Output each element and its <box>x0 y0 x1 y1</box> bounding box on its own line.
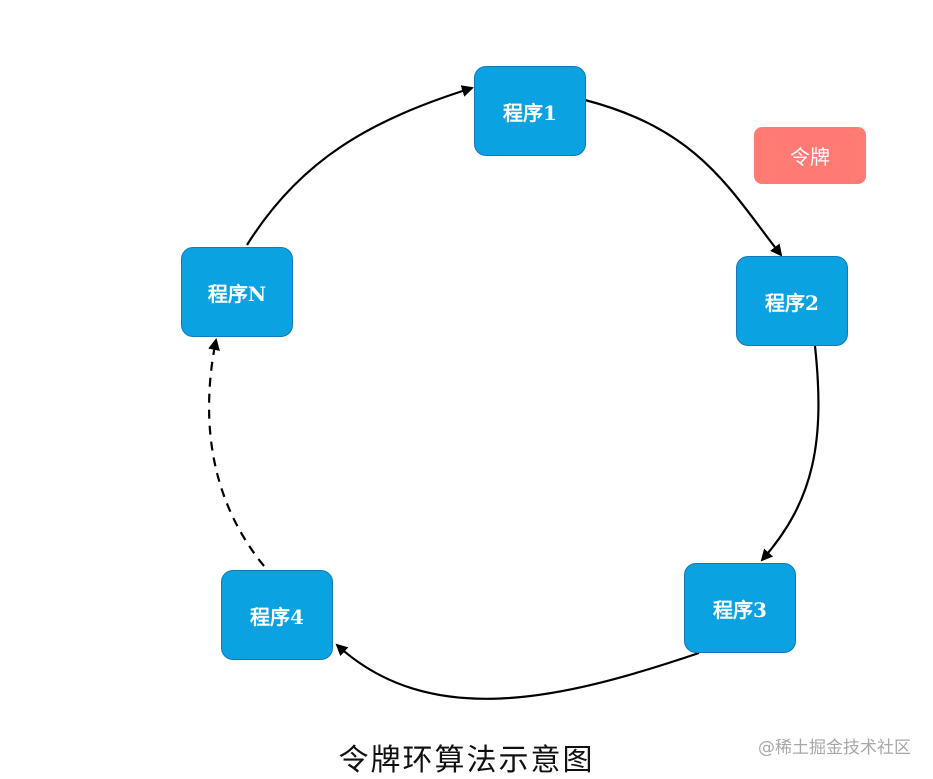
program-1-node: 程序1 <box>474 66 586 156</box>
watermark-text: @稀土掘金技术社区 <box>758 738 911 758</box>
program-n-node: 程序N <box>181 247 293 337</box>
program-4-label: 程序4 <box>250 604 304 629</box>
arrow-pn-to-p1 <box>246 85 474 246</box>
arrow-p1-to-p2 <box>584 98 783 257</box>
program-2-label: 程序2 <box>765 290 819 315</box>
program-n-label: 程序N <box>207 281 267 306</box>
token-label: 令牌 <box>790 145 830 169</box>
program-4-node: 程序4 <box>221 570 333 660</box>
program-1-label: 程序1 <box>503 100 557 125</box>
diagram-caption: 令牌环算法示意图 <box>338 743 595 778</box>
program-2-node: 程序2 <box>736 256 848 346</box>
token-badge: 令牌 <box>754 127 866 184</box>
program-3-label: 程序3 <box>713 597 767 622</box>
program-3-node: 程序3 <box>684 563 796 653</box>
arrow-p3-to-p4 <box>335 643 700 700</box>
arrow-p4-to-pn-dashed <box>208 338 265 567</box>
arrow-p2-to-p3 <box>760 345 820 562</box>
